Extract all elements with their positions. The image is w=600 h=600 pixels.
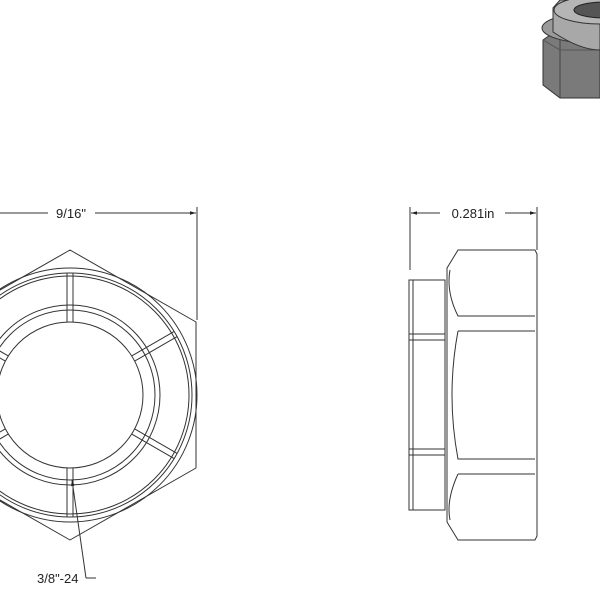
width-dimension-label: 9/16" [56, 206, 86, 221]
hex-outline [0, 249, 197, 541]
slot-edge [134, 336, 178, 362]
thread-callout-label: 3/8"-24 [37, 571, 78, 586]
slot-edge [131, 330, 175, 357]
slot-edge [131, 433, 175, 460]
front-view: 9/16" 3/8"-24 [0, 206, 198, 586]
thickness-dimension-label: 0.281in [452, 206, 495, 221]
slot-edge [134, 428, 178, 454]
slot-edge [0, 433, 9, 440]
isometric-nut-view [541, 0, 600, 99]
slot-edge [0, 350, 9, 357]
bore-circle [0, 321, 144, 469]
side-view: 0.281in [408, 206, 538, 541]
